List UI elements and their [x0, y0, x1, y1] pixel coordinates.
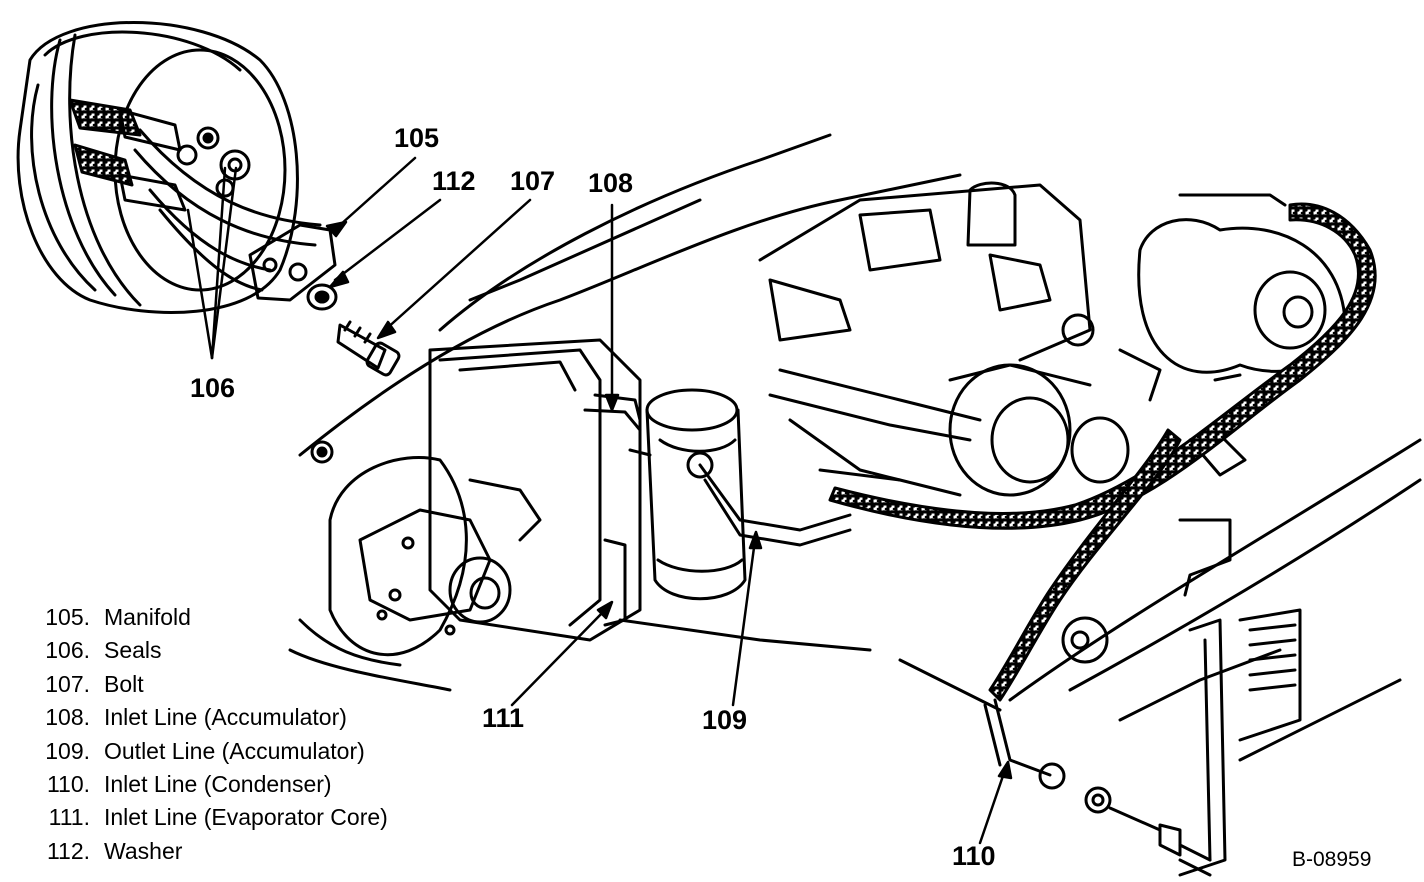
legend-item: 111. Inlet Line (Evaporator Core) — [22, 801, 388, 834]
legend-text: Washer — [104, 837, 183, 864]
leader-lines — [186, 156, 1013, 845]
legend-item: 109. Outlet Line (Accumulator) — [22, 735, 388, 768]
legend-text: Bolt — [104, 670, 144, 697]
legend-number: 106. — [45, 637, 90, 664]
legend-text: Inlet Line (Evaporator Core) — [104, 804, 388, 831]
legend-number: 110. — [46, 771, 90, 798]
callout-106: 106 — [190, 373, 236, 403]
legend-number: 112. — [46, 837, 90, 864]
legend-item: 107. Bolt — [22, 668, 388, 701]
parts-legend: 105. Manifold 106. Seals 107. Bolt 108. Inle… — [22, 601, 388, 868]
callout-107: 107 — [510, 166, 556, 196]
legend-number: 105. — [45, 604, 90, 630]
legend-number: 108. — [45, 704, 90, 731]
figure-id: B-08959 — [1292, 848, 1372, 871]
legend-item: 112. Washer — [22, 835, 388, 868]
callout-112: 112 — [432, 166, 476, 196]
callout-109: 109 — [702, 705, 748, 735]
legend-text: Inlet Line (Condenser) — [104, 771, 332, 798]
legend-item: 106. Seals — [22, 634, 388, 667]
legend-number: 107. — [45, 670, 90, 697]
legend-text: Inlet Line (Accumulator) — [104, 704, 347, 731]
legend-item: 108. Inlet Line (Accumulator) — [22, 701, 388, 734]
blower-and-evaporator-drawing — [328, 338, 642, 657]
condenser-area-drawing — [1061, 193, 1347, 877]
callout-108: 108 — [588, 168, 634, 198]
washer-and-bolt-drawing — [306, 283, 401, 377]
hose-drawing — [828, 202, 1377, 877]
engine-drawing — [758, 181, 1162, 497]
body-outline — [288, 133, 1422, 762]
legend-text: Seals — [104, 637, 162, 664]
callout-105: 105 — [394, 123, 440, 153]
compressor-drawing — [16, 21, 337, 314]
callout-110: 110 — [952, 841, 996, 871]
legend-item: 105. Manifold — [22, 601, 388, 634]
legend-text: Manifold — [104, 604, 191, 630]
legend-text: Outlet Line (Accumulator) — [104, 737, 365, 764]
legend-item: 110. Inlet Line (Condenser) — [22, 768, 388, 801]
legend-number: 111. — [48, 804, 90, 831]
legend-number: 109. — [45, 737, 90, 764]
accumulator-drawing — [583, 388, 852, 601]
callout-111: 111 — [482, 703, 525, 733]
